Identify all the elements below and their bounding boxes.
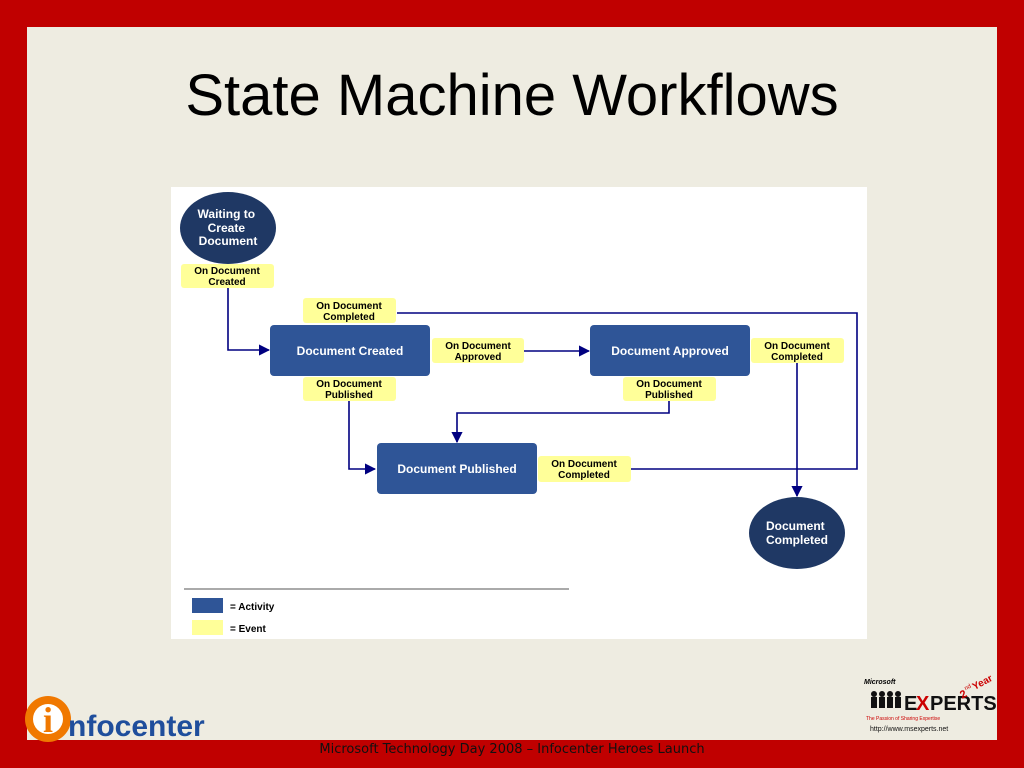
slide-title: State Machine Workflows bbox=[185, 63, 839, 128]
legend-activity: = Activity bbox=[192, 598, 275, 613]
state-waiting-to-create-document: Waiting to Create Document bbox=[180, 192, 276, 264]
svg-text:Document Completed: Document Completed bbox=[766, 519, 828, 547]
svg-text:nfocenter: nfocenter bbox=[68, 710, 205, 743]
workflow-diagram: Waiting to Create Document Document Comp… bbox=[171, 187, 867, 639]
state-document-completed: Document Completed bbox=[749, 497, 845, 569]
activity-document-published: Document Published bbox=[377, 443, 537, 494]
svg-text:http://www.msexperts.net: http://www.msexperts.net bbox=[870, 726, 948, 733]
arrow-waiting-to-created bbox=[227, 285, 271, 356]
slide-footer: Microsoft Technology Day 2008 – Infocent… bbox=[319, 742, 705, 757]
line-created-to-completed bbox=[397, 312, 858, 470]
svg-text:2: 2 bbox=[958, 688, 969, 701]
svg-text:i: i bbox=[43, 700, 53, 740]
svg-text:Year: Year bbox=[971, 673, 995, 693]
activity-document-created: Document Created bbox=[270, 325, 430, 376]
activity-document-approved: Document Approved bbox=[590, 325, 750, 376]
arrow-created-to-published bbox=[348, 400, 377, 475]
svg-text:Document Approved: Document Approved bbox=[611, 344, 729, 358]
svg-text:The Passion of Sharing Experti: The Passion of Sharing Expertise bbox=[866, 716, 940, 722]
svg-text:X: X bbox=[916, 693, 930, 715]
people-silhouette-icon bbox=[871, 691, 901, 708]
svg-text:nd: nd bbox=[964, 684, 973, 692]
svg-text:PERTS: PERTS bbox=[930, 693, 997, 715]
svg-text:Document Created: Document Created bbox=[297, 344, 404, 358]
legend-event: = Event bbox=[192, 620, 267, 635]
svg-text:= Event: = Event bbox=[230, 624, 267, 635]
msexperts-logo: Microsoft E X PERTS 2 nd Year The Passio… bbox=[862, 672, 998, 743]
infocenter-logo: i nfocenter bbox=[24, 692, 248, 749]
svg-text:Waiting to Create: Waiting to Create Document bbox=[198, 207, 259, 248]
svg-text:Document Published: Document Published bbox=[397, 462, 516, 476]
svg-text:E: E bbox=[904, 693, 917, 715]
svg-text:Microsoft: Microsoft bbox=[864, 679, 896, 686]
svg-text:= Activity: = Activity bbox=[230, 602, 275, 613]
arrow-approved-to-published bbox=[451, 400, 670, 444]
